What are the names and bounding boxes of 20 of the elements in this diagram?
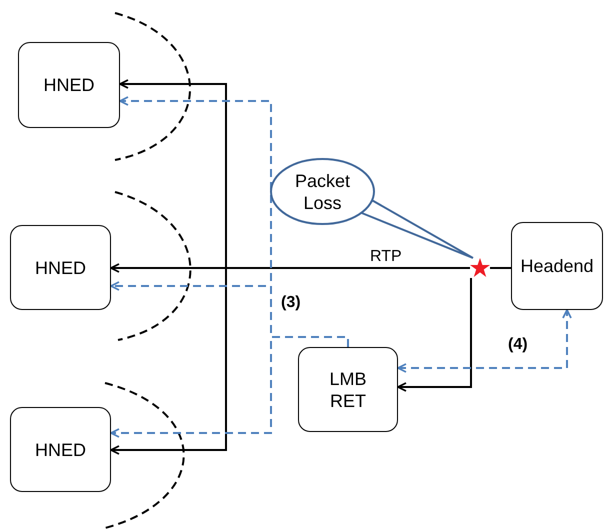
- node-label: HNED: [34, 438, 86, 460]
- step-number: (3): [279, 294, 303, 312]
- device-box: [10, 407, 111, 492]
- node-label: Packet Loss: [294, 170, 352, 214]
- node-label: HNED: [34, 256, 86, 278]
- connector-line: [490, 267, 511, 269]
- node-label: LMB RET: [328, 368, 368, 412]
- callout-pointer: [358, 199, 474, 259]
- arrow: [397, 309, 572, 373]
- device-box: [10, 225, 111, 310]
- device-box: [298, 347, 398, 432]
- edge-label: (4): [506, 336, 530, 354]
- node-label: Headend: [520, 255, 594, 277]
- arrow: [110, 336, 349, 438]
- arrow: [397, 278, 472, 392]
- speech-bubble: [270, 158, 375, 225]
- node-label: HNED: [43, 74, 94, 96]
- device-box: [511, 222, 603, 310]
- packet-loss-star-icon: [470, 258, 490, 278]
- device-box: [18, 42, 120, 128]
